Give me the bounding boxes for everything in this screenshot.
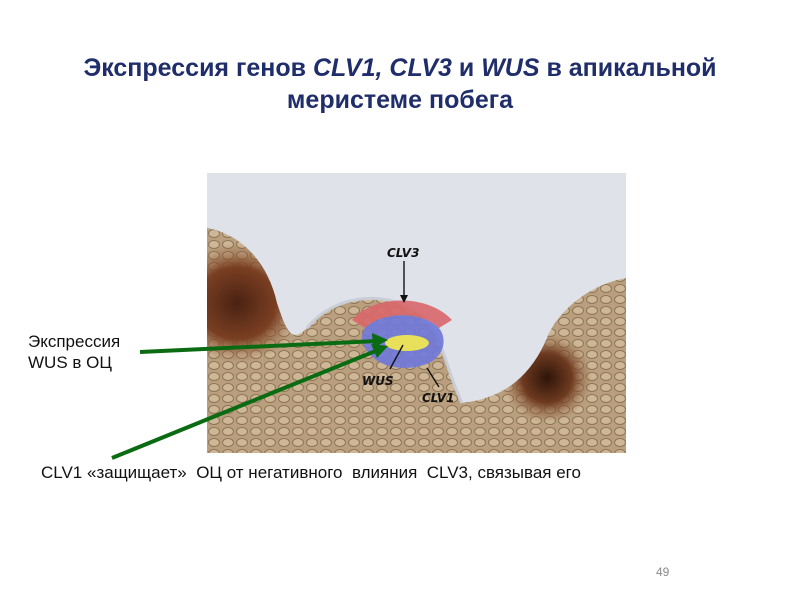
clv1-caption: CLV1 «защищает» ОЦ от негативного влияни…: [41, 463, 581, 482]
wus-label: WUS: [362, 374, 394, 388]
title-gene2: WUS: [481, 54, 540, 82]
clv3-zone: [352, 300, 452, 328]
title-gene1: CLV1, CLV3: [312, 54, 452, 82]
clv3-label: CLV3: [387, 246, 419, 260]
wus-pointer: [389, 344, 404, 370]
wus-zone: [385, 335, 429, 351]
title-part1: Экспрессия генов: [83, 54, 313, 82]
wus-label-line1: Экспрессия: [28, 332, 121, 351]
meristem-micrograph: CLV3 WUS CLV1: [207, 173, 626, 453]
clv3-pointer-head: [400, 295, 408, 303]
wus-label-line2: WUS в ОЦ: [28, 353, 112, 372]
clv1-label: CLV1: [422, 391, 454, 405]
title-part2: в апикальной меристеме побега: [286, 54, 717, 114]
wus-expression-label: Экспрессия WUS в ОЦ: [28, 331, 120, 373]
slide-title: Экспрессия генов CLV1, CLV3 и WUS в апик…: [40, 52, 760, 116]
clv1-arrow-line: [111, 348, 379, 460]
page-number: 49: [656, 565, 670, 579]
clv1-pointer: [426, 367, 440, 388]
lumen: [207, 173, 626, 403]
title-and: и: [451, 54, 482, 82]
clv1-arrow-head: [371, 344, 388, 358]
wus-arrow-head: [372, 333, 388, 348]
wus-arrow-line: [139, 339, 379, 354]
